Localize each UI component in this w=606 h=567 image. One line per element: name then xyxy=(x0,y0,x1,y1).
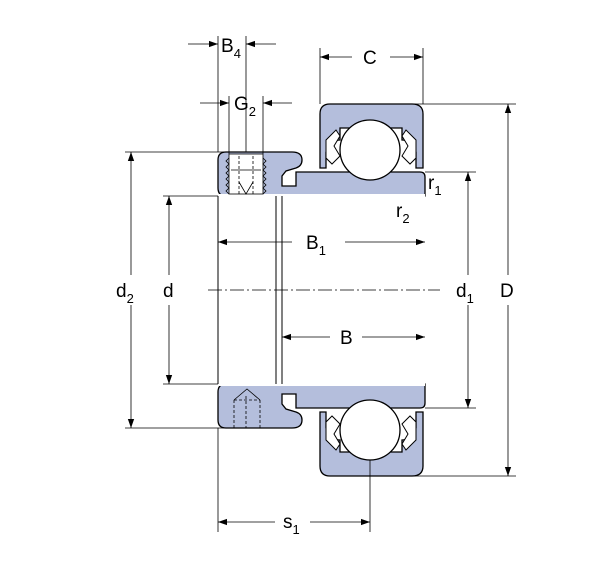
outer-ring-bottom xyxy=(319,411,424,477)
label-d1: d1 xyxy=(456,281,474,306)
label-s1: s1 xyxy=(283,512,300,537)
label-B: B xyxy=(340,328,353,349)
label-D: D xyxy=(500,281,514,302)
label-C: C xyxy=(363,48,377,69)
seal-right-top xyxy=(401,129,417,165)
inner-ring-bottom xyxy=(217,383,426,429)
ball-bottom xyxy=(339,399,401,461)
set-screw xyxy=(225,153,267,195)
ball-top xyxy=(339,119,401,181)
bearing-body xyxy=(217,103,426,477)
label-r2: r2 xyxy=(396,201,410,226)
dimension-lines xyxy=(127,40,512,526)
inner-ring-top xyxy=(217,151,426,197)
threaded-hole xyxy=(233,388,261,428)
seal-left-top xyxy=(325,129,341,165)
label-r1: r1 xyxy=(428,173,442,198)
label-B1: B1 xyxy=(306,233,326,258)
label-d: d xyxy=(163,281,174,302)
label-B4: B4 xyxy=(221,36,241,61)
outer-ring-top xyxy=(319,103,424,169)
seal-left-bottom xyxy=(325,415,341,451)
seal-right-bottom xyxy=(401,415,417,451)
label-G2: G2 xyxy=(234,94,256,119)
label-d2: d2 xyxy=(116,281,134,306)
